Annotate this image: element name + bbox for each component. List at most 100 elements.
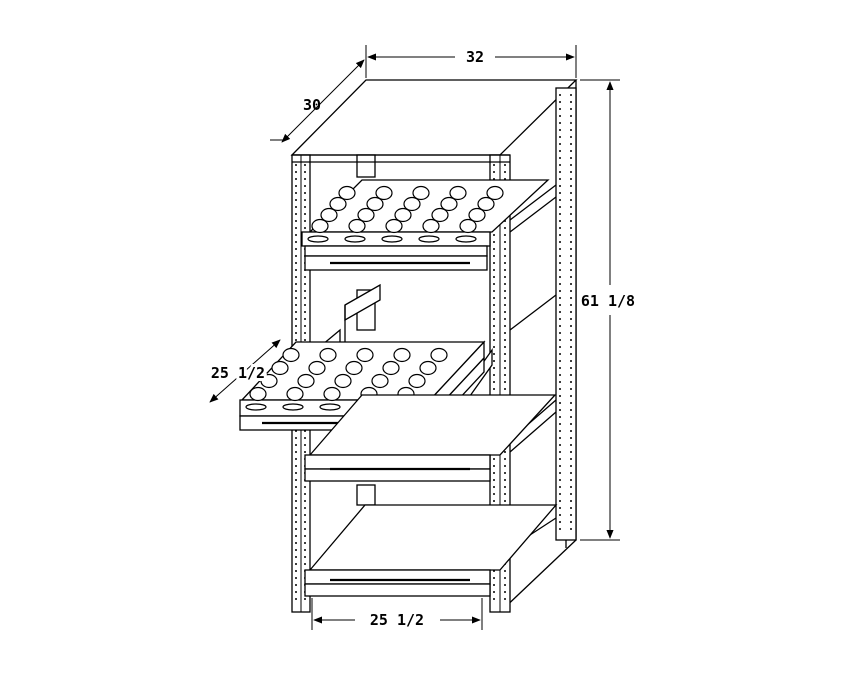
perforation-dot [559,423,561,425]
depth-label: 30 [303,96,321,114]
perforation-dot [493,339,495,341]
perforation-dot [304,437,306,439]
perforation-dot [559,206,561,208]
perforation-dot [570,276,572,278]
perforation-dot [559,234,561,236]
perforation-dot [295,339,297,341]
perforation-dot [493,458,495,460]
perforation-dot [304,339,306,341]
perforation-dot [570,430,572,432]
cup-slot [245,403,267,411]
cup-hole [249,386,267,402]
cup-hole [459,218,477,234]
perforation-dot [504,381,506,383]
perforation-dot [295,304,297,306]
cup-hole [394,207,412,223]
rear-right-upright [555,87,577,541]
perforation-dot [570,514,572,516]
perforation-dot [570,269,572,271]
perforation-dot [493,234,495,236]
perforation-dot [493,381,495,383]
cup-hole [320,207,338,223]
perforation-dot [559,416,561,418]
perforation-dot [559,220,561,222]
perforation-dot [493,318,495,320]
perforation-dot [559,255,561,257]
perforation-dot [559,437,561,439]
perforation-dot [295,591,297,593]
perforation-dot [493,171,495,173]
cup-hole [338,185,356,201]
perforation-dot [504,360,506,362]
perforation-dot [570,493,572,495]
perforation-dot [295,549,297,551]
perforation-dot [570,437,572,439]
cup-hole [440,196,458,212]
perforation-dot [570,388,572,390]
perforation-dot [295,311,297,313]
perforation-dot [295,444,297,446]
perforation-dot [493,241,495,243]
perforation-dot [570,374,572,376]
perforation-dot [493,304,495,306]
perforation-dot [504,591,506,593]
perforation-dot [570,157,572,159]
perforation-dot [570,304,572,306]
cup-slot [307,235,329,243]
perforation-dot [570,164,572,166]
perforation-dot [304,227,306,229]
perforation-dot [570,423,572,425]
rear-upright [356,154,376,178]
perforation-dot [559,500,561,502]
cup-hole [403,196,421,212]
perforation-dot [295,185,297,187]
perforation-dot [295,164,297,166]
perforation-dot [570,346,572,348]
perforation-dot [304,185,306,187]
perforation-dot [304,297,306,299]
perforation-dot [559,150,561,152]
perforation-dot [504,388,506,390]
perforation-dot [493,248,495,250]
perforation-dot [559,157,561,159]
perforation-dot [504,262,506,264]
perforation-dot [304,178,306,180]
dimension-width: 32 [365,45,577,78]
perforation-dot [493,577,495,579]
cup-hole [366,196,384,212]
perforation-dot [295,213,297,215]
perforation-dot [559,94,561,96]
perforation-dot [493,276,495,278]
perforation-dot [570,241,572,243]
perforation-dot [295,528,297,530]
cup-slot [319,403,341,411]
perforation-dot [570,339,572,341]
perforation-dot [295,458,297,460]
perforation-dot [295,248,297,250]
perforation-dot [504,248,506,250]
dimension-drawer-depth: 25 1/2 [208,339,281,403]
perforation-dot [570,395,572,397]
perforation-dot [295,437,297,439]
perforation-dot [304,318,306,320]
perforation-dot [304,332,306,334]
perforation-dot [559,192,561,194]
perforation-dot [559,465,561,467]
perforation-dot [295,507,297,509]
perforation-dot [295,493,297,495]
perforation-dot [304,192,306,194]
perforation-dot [559,388,561,390]
perforation-dot [304,311,306,313]
perforation-dot [570,248,572,250]
cup-hole [329,196,347,212]
cup-hole [468,207,486,223]
perforation-dot [559,213,561,215]
perforation-dot [295,598,297,600]
height-label: 61 1/8 [581,292,635,310]
perforation-dot [570,192,572,194]
cup-hole [419,360,437,376]
perforation-dot [570,297,572,299]
perforation-dot [304,521,306,523]
cup-hole [382,360,400,376]
perforation-dot [304,444,306,446]
